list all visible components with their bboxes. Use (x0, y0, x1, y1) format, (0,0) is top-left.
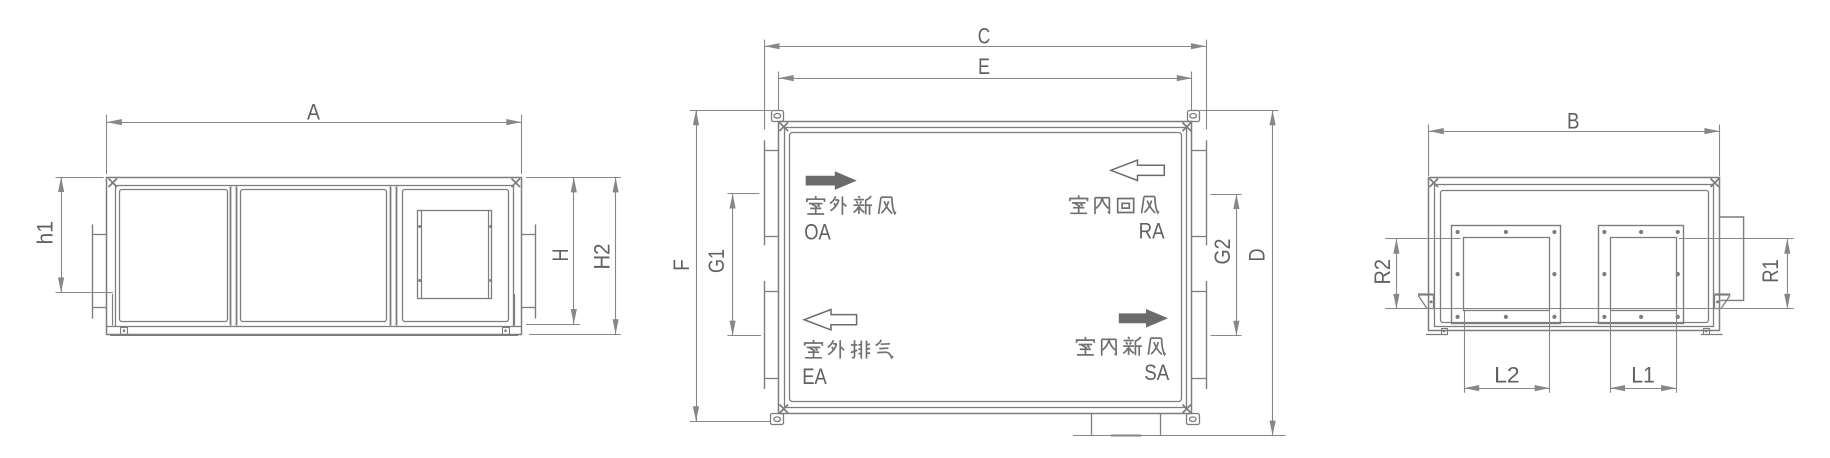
svg-text:A: A (307, 99, 320, 124)
svg-text:G2: G2 (1210, 239, 1235, 265)
svg-text:RA: RA (1139, 218, 1165, 243)
svg-text:H2: H2 (590, 244, 615, 270)
svg-text:L2: L2 (1494, 363, 1520, 388)
svg-text:L1: L1 (1631, 363, 1655, 388)
svg-text:h1: h1 (33, 221, 58, 245)
svg-text:D: D (1245, 249, 1270, 262)
svg-text:R1: R1 (1758, 259, 1783, 283)
svg-text:SA: SA (1144, 360, 1169, 385)
svg-text:C: C (978, 24, 991, 49)
svg-text:F: F (669, 259, 694, 271)
svg-text:G1: G1 (704, 249, 729, 273)
svg-text:B: B (1567, 108, 1580, 133)
svg-text:R2: R2 (1370, 259, 1395, 285)
svg-text:H: H (548, 249, 573, 262)
svg-text:OA: OA (804, 220, 831, 245)
svg-text:EA: EA (802, 364, 827, 389)
svg-text:E: E (978, 54, 990, 79)
